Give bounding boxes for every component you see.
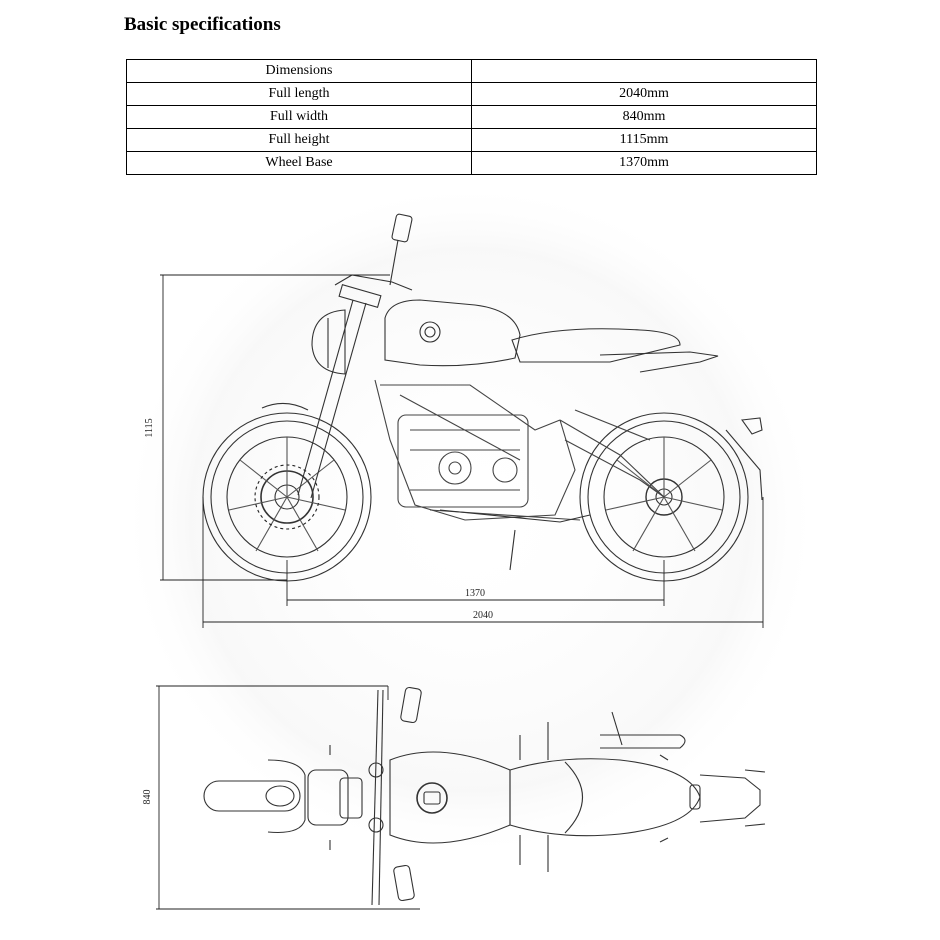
side-dimensions [160,274,764,628]
frame [374,379,665,521]
spec-label: Wheel Base [126,151,472,175]
handlebar-top [329,686,422,906]
engine [397,414,581,521]
exhaust-stand [439,509,591,571]
length-dimension-label: 2040 [473,610,493,621]
footpegs-top [519,722,669,872]
table-row: Full width 840mm [126,105,817,129]
table-row: Wheel Base 1370mm [126,151,817,175]
seat-top [509,758,701,837]
top-view-drawing [203,686,766,906]
front-fork [261,284,382,499]
width-dimension-label: 840 [142,790,153,805]
seat [511,328,681,363]
page-title: Basic specifications [124,14,281,35]
headlight-top [307,762,384,833]
spec-table: Dimensions Full length 2040mm Full width… [126,59,817,175]
height-dimension-label: 1115 [144,418,155,437]
top-dimensions [156,685,420,910]
side-view-drawing [202,213,763,582]
tail-top [699,769,766,827]
front-tire-top [203,759,306,834]
spec-value: 1370mm [471,151,817,175]
spec-value: 2040mm [471,82,817,106]
spec-label: Full height [126,128,472,152]
table-row: Full height 1115mm [126,128,817,152]
headlight [311,309,346,375]
spec-value: 1115mm [471,128,817,152]
exhaust-top [600,711,686,749]
tail-section [599,351,763,501]
handlebar-mirror [334,213,413,291]
table-header-cell: Dimensions [126,59,472,83]
fuel-tank [384,299,521,367]
table-header-row: Dimensions [126,59,817,83]
wheelbase-dimension-label: 1370 [465,588,485,599]
front-brake-disc [254,464,320,530]
